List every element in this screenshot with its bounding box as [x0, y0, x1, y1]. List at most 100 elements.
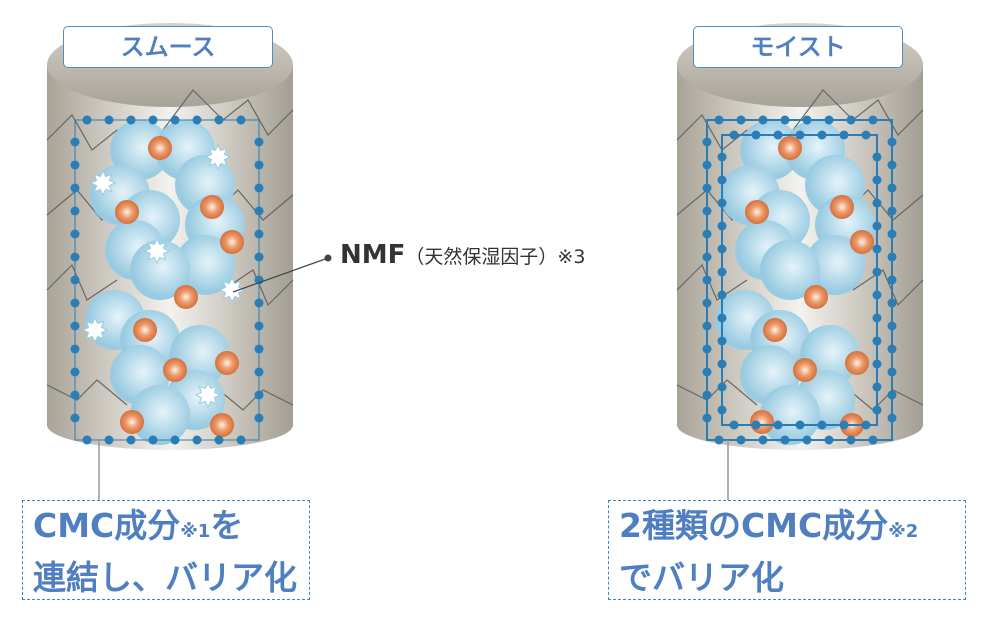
barrier-dot [887, 183, 897, 193]
barrier-dot [70, 160, 80, 170]
barrier-dot [702, 137, 712, 147]
barrier-dot [717, 221, 727, 231]
barrier-dot [872, 244, 882, 254]
barrier-dot [170, 435, 180, 445]
barrier-dot [254, 344, 264, 354]
barrier-dot [773, 420, 783, 430]
cmc-core [850, 230, 874, 254]
barrier-dot [254, 321, 264, 331]
keratin-sphere [805, 235, 865, 295]
caption-text: でバリア化 [619, 558, 784, 597]
barrier-dot [70, 413, 80, 423]
barrier-dot [887, 390, 897, 400]
barrier-dot [717, 175, 727, 185]
cuticle-line [222, 269, 294, 307]
barrier-dot [148, 435, 158, 445]
nmf-star [194, 381, 222, 409]
barrier-dot [70, 298, 80, 308]
barrier-dot [839, 420, 849, 430]
barrier-dot [254, 160, 264, 170]
barrier-dot [717, 336, 727, 346]
cuticle-line [852, 269, 924, 307]
barrier-dot [70, 229, 80, 239]
barrier-dot [868, 435, 878, 445]
moist-label: モイスト [693, 26, 903, 68]
caption-text: を [210, 506, 244, 545]
barrier-dot [729, 130, 739, 140]
cuticle-line [842, 384, 924, 411]
barrier-dot [872, 359, 882, 369]
barrier-dot [717, 313, 727, 323]
barrier-dot [887, 344, 897, 354]
barrier-dot [104, 115, 114, 125]
barrier-dot [702, 160, 712, 170]
barrier-dot [126, 115, 136, 125]
cmc-core [745, 200, 769, 224]
barrier-dot [872, 175, 882, 185]
barrier-dot [846, 435, 856, 445]
barrier-dot [887, 160, 897, 170]
barrier-dot [872, 152, 882, 162]
barrier-dot [758, 435, 768, 445]
barrier-dot [192, 115, 202, 125]
barrier-dot [702, 252, 712, 262]
barrier-dot [868, 115, 878, 125]
barrier-dot [887, 413, 897, 423]
barrier-dot [702, 344, 712, 354]
barrier-dot [70, 183, 80, 193]
barrier-dot [872, 221, 882, 231]
barrier-dot [254, 367, 264, 377]
barrier-dot [887, 229, 897, 239]
barrier-dot [795, 420, 805, 430]
nmf-star [89, 169, 117, 197]
barrier-dot [780, 435, 790, 445]
barrier-dot [702, 298, 712, 308]
nmf-star [81, 316, 109, 344]
barrier-dot [872, 405, 882, 415]
barrier-dot [729, 420, 739, 430]
barrier-dot [861, 420, 871, 430]
caption-text: 連結し、バリア化 [33, 558, 297, 597]
barrier-dot [846, 115, 856, 125]
barrier-dot [817, 420, 827, 430]
barrier-dot [70, 344, 80, 354]
barrier-dot [254, 252, 264, 262]
cuticle-line [792, 89, 924, 136]
barrier-dot [717, 290, 727, 300]
nmf-name: NMF [340, 240, 406, 270]
barrier-dot [714, 435, 724, 445]
barrier-dot [254, 298, 264, 308]
cmc-core [845, 351, 869, 375]
nmf-star [204, 143, 232, 171]
moist-caption: 2種類のCMC成分※2 でバリア化 [608, 500, 966, 600]
barrier-dot [254, 137, 264, 147]
cmc-core [804, 285, 828, 309]
barrier-dot [717, 152, 727, 162]
barrier-dot [839, 130, 849, 140]
cmc-core [210, 413, 234, 437]
barrier-dot [104, 435, 114, 445]
cmc-core [148, 136, 172, 160]
barrier-dot [702, 275, 712, 285]
barrier-dot [861, 130, 871, 140]
cmc-core [115, 200, 139, 224]
cmc-core [793, 358, 817, 382]
barrier-dot [192, 435, 202, 445]
barrier-dot [702, 321, 712, 331]
barrier-dot [254, 183, 264, 193]
keratin-sphere [175, 235, 235, 295]
barrier-dot [751, 420, 761, 430]
barrier-dot [702, 206, 712, 216]
barrier-dot [773, 130, 783, 140]
barrier-dot [82, 115, 92, 125]
barrier-dot [887, 206, 897, 216]
barrier-dot [887, 252, 897, 262]
barrier-dot [70, 390, 80, 400]
barrier-dot [70, 206, 80, 216]
barrier-dot [872, 336, 882, 346]
barrier-dot [736, 435, 746, 445]
barrier-dot [872, 267, 882, 277]
cmc-core [763, 318, 787, 342]
barrier-dot [802, 115, 812, 125]
cuticle-line [46, 379, 128, 406]
